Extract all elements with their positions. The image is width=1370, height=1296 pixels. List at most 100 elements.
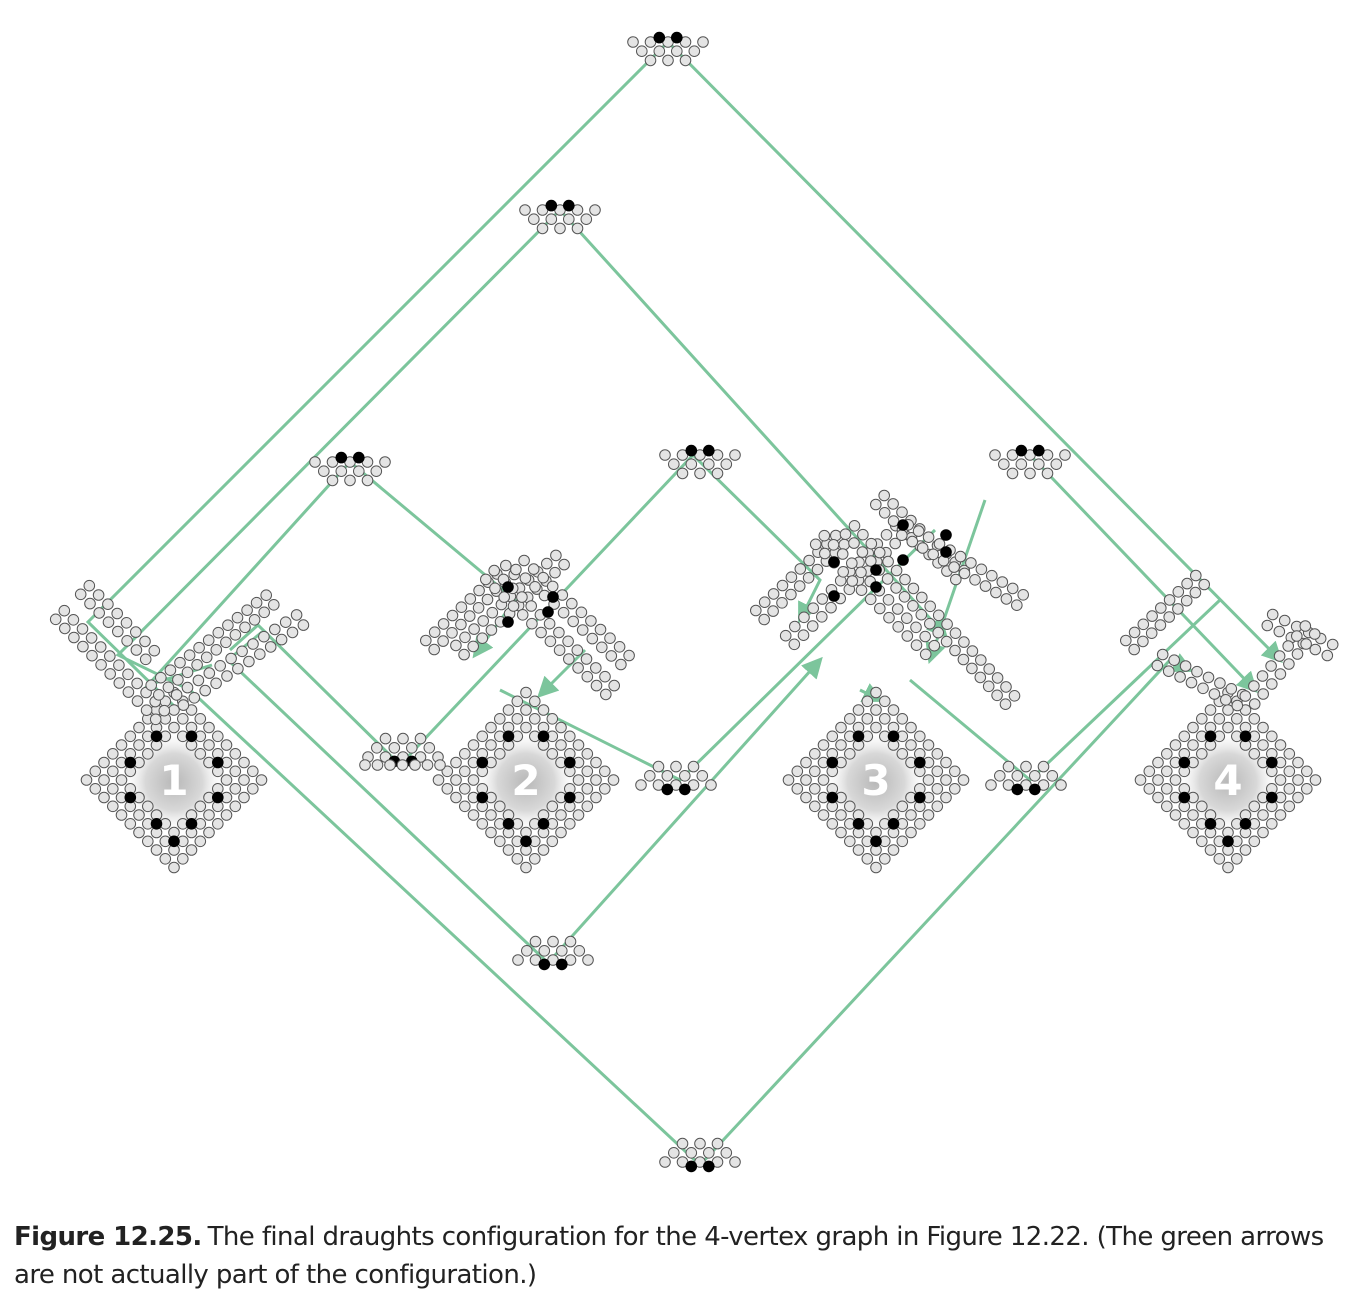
empty-square bbox=[238, 774, 250, 786]
empty-square bbox=[1239, 844, 1252, 856]
empty-square bbox=[635, 779, 647, 791]
empty-square bbox=[526, 617, 538, 630]
empty-square bbox=[966, 662, 978, 675]
empty-square bbox=[510, 563, 522, 576]
draughts-piece bbox=[671, 31, 683, 44]
empty-square bbox=[247, 783, 259, 795]
empty-square bbox=[835, 809, 847, 821]
empty-square bbox=[253, 648, 266, 661]
draughts-piece bbox=[870, 564, 882, 576]
empty-square bbox=[1220, 694, 1232, 706]
draughts-piece bbox=[502, 581, 514, 593]
empty-square bbox=[107, 800, 119, 813]
empty-square bbox=[1196, 835, 1208, 848]
empty-square bbox=[922, 739, 935, 751]
empty-square bbox=[260, 589, 273, 602]
empty-square bbox=[446, 609, 459, 622]
empty-square bbox=[467, 640, 480, 653]
empty-square bbox=[1222, 861, 1234, 874]
empty-square bbox=[1169, 774, 1182, 786]
empty-square bbox=[183, 649, 196, 662]
empty-square bbox=[676, 1137, 689, 1150]
empty-square bbox=[1024, 467, 1036, 480]
empty-square bbox=[459, 748, 471, 760]
empty-square bbox=[59, 622, 71, 635]
draughts-piece bbox=[124, 756, 137, 769]
empty-square bbox=[359, 759, 371, 771]
empty-square bbox=[130, 644, 143, 656]
empty-square bbox=[518, 554, 530, 567]
empty-square bbox=[1134, 774, 1147, 786]
empty-square bbox=[428, 626, 441, 639]
empty-square bbox=[520, 704, 532, 716]
draughts-piece bbox=[150, 730, 163, 743]
empty-square bbox=[104, 650, 116, 662]
empty-square bbox=[379, 732, 392, 745]
empty-square bbox=[124, 818, 137, 830]
empty-square bbox=[898, 591, 911, 603]
empty-square bbox=[794, 563, 807, 575]
figure-caption: Figure 12.25.The final draughts configur… bbox=[14, 1218, 1364, 1294]
empty-square bbox=[122, 668, 134, 681]
draughts-piece bbox=[1033, 444, 1045, 457]
empty-square bbox=[896, 835, 909, 848]
empty-square bbox=[608, 679, 621, 692]
vertex-label-1: 1 bbox=[159, 756, 188, 805]
empty-square bbox=[250, 596, 263, 609]
empty-square bbox=[450, 639, 462, 652]
empty-square bbox=[931, 800, 944, 813]
empty-square bbox=[67, 614, 80, 626]
empty-square bbox=[919, 648, 932, 661]
empty-square bbox=[969, 574, 981, 586]
empty-square bbox=[788, 638, 801, 651]
empty-square bbox=[133, 826, 145, 839]
empty-square bbox=[527, 563, 540, 575]
empty-square bbox=[1321, 649, 1334, 662]
empty-square bbox=[85, 632, 98, 644]
empty-square bbox=[113, 677, 126, 689]
empty-square bbox=[896, 713, 909, 725]
empty-square bbox=[1257, 809, 1269, 821]
empty-square bbox=[188, 692, 201, 704]
empty-square bbox=[467, 774, 480, 786]
empty-square bbox=[928, 639, 941, 652]
empty-square bbox=[797, 629, 810, 642]
empty-square bbox=[121, 635, 133, 647]
empty-square bbox=[258, 630, 270, 643]
empty-square bbox=[344, 474, 356, 487]
empty-square bbox=[1008, 690, 1021, 702]
empty-square bbox=[644, 770, 656, 782]
empty-square bbox=[924, 617, 936, 630]
empty-square bbox=[687, 760, 700, 773]
empty-square bbox=[1187, 721, 1199, 734]
empty-square bbox=[974, 671, 987, 684]
empty-square bbox=[1050, 458, 1063, 471]
empty-square bbox=[107, 783, 119, 795]
empty-square bbox=[485, 826, 497, 839]
empty-square bbox=[596, 641, 608, 654]
empty-square bbox=[809, 748, 821, 760]
empty-square bbox=[243, 655, 255, 668]
empty-square bbox=[220, 739, 233, 751]
empty-square bbox=[68, 631, 80, 644]
empty-square bbox=[1161, 765, 1173, 778]
empty-square bbox=[93, 607, 105, 619]
empty-square bbox=[1151, 659, 1164, 672]
empty-square bbox=[776, 597, 788, 609]
empty-square bbox=[168, 721, 180, 734]
empty-square bbox=[544, 635, 557, 648]
empty-square bbox=[210, 644, 223, 656]
empty-square bbox=[924, 600, 937, 613]
empty-square bbox=[1292, 756, 1304, 769]
empty-square bbox=[767, 605, 779, 617]
draughts-piece bbox=[538, 958, 551, 971]
empty-square bbox=[906, 535, 919, 548]
empty-square bbox=[1185, 676, 1198, 689]
empty-square bbox=[1257, 721, 1269, 734]
draughts-piece bbox=[545, 199, 558, 212]
draughts-piece bbox=[502, 616, 514, 628]
empty-square bbox=[476, 632, 489, 645]
empty-square bbox=[1187, 826, 1199, 839]
empty-square bbox=[468, 623, 480, 635]
